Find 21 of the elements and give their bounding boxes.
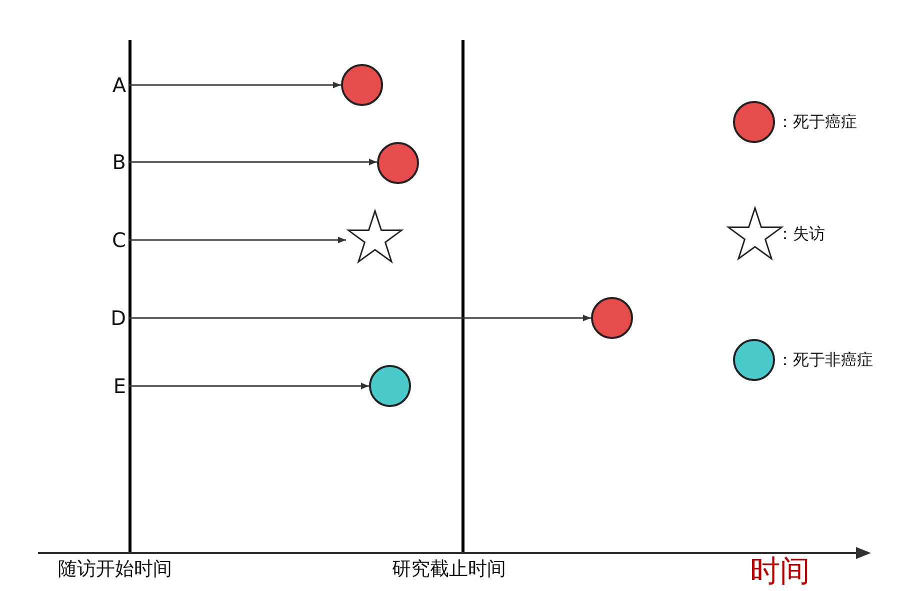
arrow [129,158,377,166]
event-circle [369,365,411,407]
arrow [129,382,369,390]
arrow [129,236,346,244]
event-circle [377,142,419,184]
axis-title: 时间 [750,553,810,591]
arrow [129,82,341,88]
legend-label: ：失访 [777,224,825,245]
row-label: D [100,306,126,330]
star-marker [346,210,404,264]
event-circle [341,64,383,106]
row-label: A [100,73,126,97]
row-label: E [100,374,126,398]
row-label: C [100,228,126,252]
axis-label: 随访开始时间 [58,557,172,582]
legend-label: ：死于癌症 [777,112,857,133]
arrow [129,314,591,322]
row-label: B [100,150,126,174]
axis-label: 研究截止时间 [392,557,506,582]
legend-label: ：死于非癌症 [777,350,873,371]
event-circle [591,297,633,339]
